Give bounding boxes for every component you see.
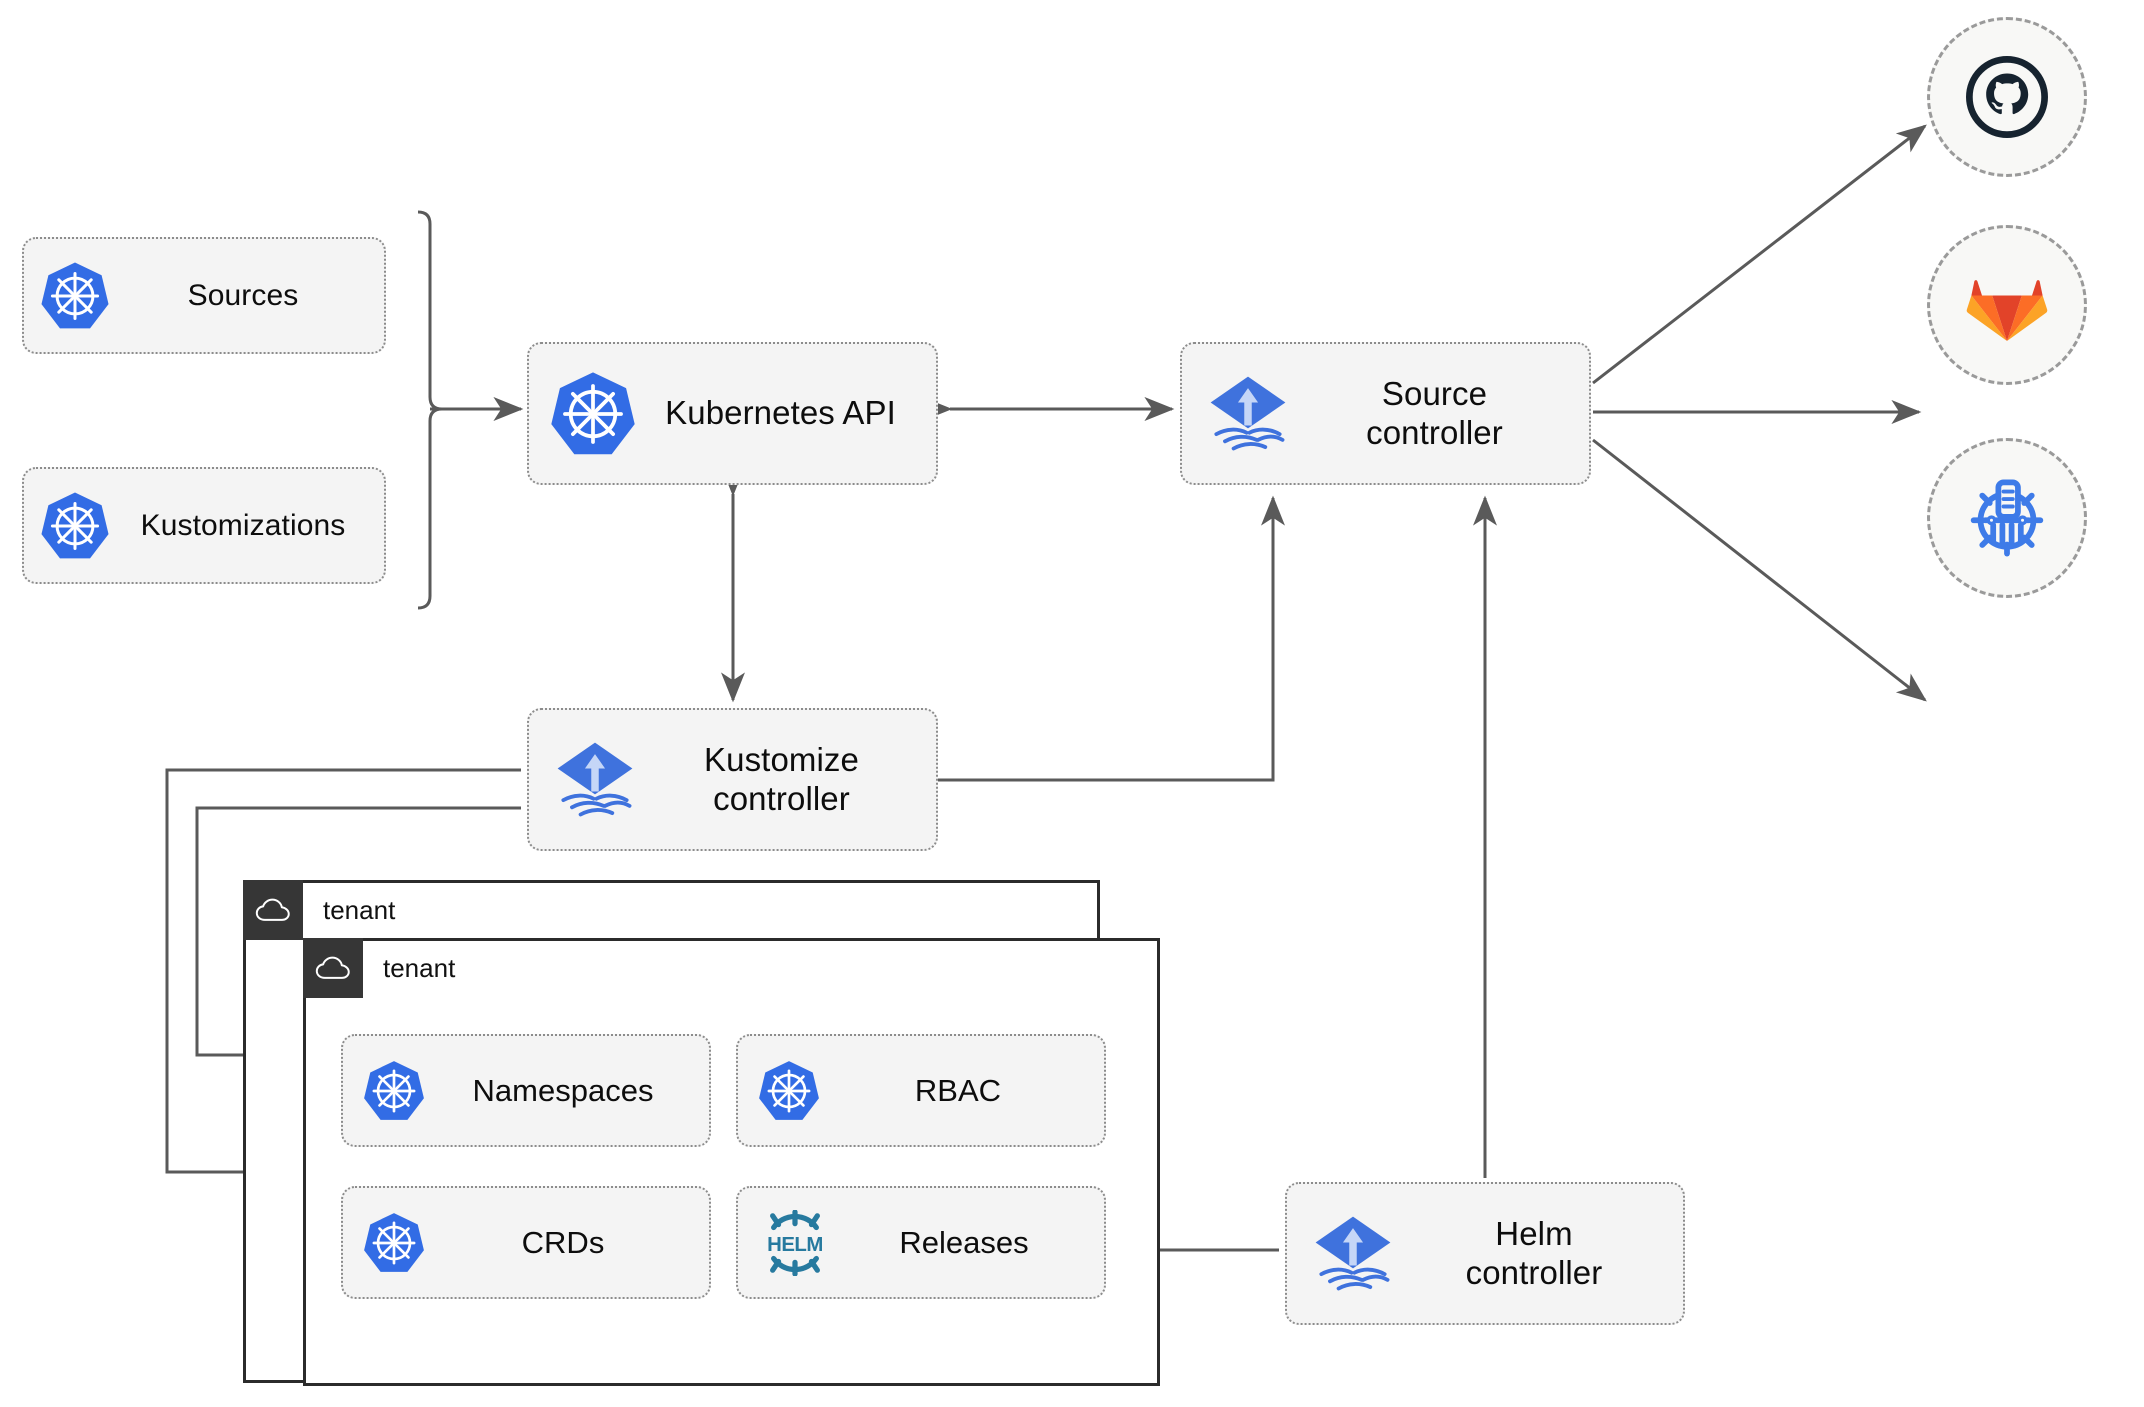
gitlab-icon bbox=[1965, 265, 2049, 345]
tile-label: Namespaces bbox=[472, 1072, 654, 1108]
tenant-title: tenant bbox=[323, 894, 396, 925]
node-kustomize-controller[interactable]: Kustomize controller bbox=[527, 708, 938, 851]
tenant-title: tenant bbox=[383, 952, 456, 983]
node-kustomizations[interactable]: Kustomizations bbox=[22, 467, 386, 584]
kubernetes-icon bbox=[361, 1210, 427, 1276]
tile-label: Releases bbox=[899, 1224, 1029, 1260]
kubernetes-icon bbox=[38, 259, 112, 333]
tenant-header: tenant bbox=[243, 880, 395, 940]
flux-icon bbox=[1202, 368, 1294, 460]
kubernetes-icon bbox=[38, 489, 112, 563]
node-label: Kubernetes API bbox=[665, 394, 896, 432]
external-gitlab[interactable] bbox=[1927, 225, 2087, 385]
kubernetes-icon bbox=[547, 368, 639, 460]
kubernetes-icon bbox=[361, 1058, 427, 1124]
flux-icon bbox=[1307, 1208, 1399, 1300]
svg-text:HELM: HELM bbox=[767, 1233, 823, 1255]
tenant-header: tenant bbox=[303, 938, 455, 998]
tile-label: RBAC bbox=[914, 1072, 1002, 1108]
tile-rbac[interactable]: RBAC bbox=[736, 1034, 1106, 1147]
tile-label: CRDs bbox=[521, 1224, 605, 1260]
cloud-icon bbox=[303, 938, 363, 998]
node-sources[interactable]: Sources bbox=[22, 237, 386, 354]
kubernetes-icon bbox=[756, 1058, 822, 1124]
node-label: Sources bbox=[187, 278, 299, 312]
tile-releases[interactable]: HELM Releases bbox=[736, 1186, 1106, 1299]
node-label: Helm controller bbox=[1465, 1214, 1603, 1291]
cloud-icon bbox=[243, 880, 303, 940]
helm-icon: HELM bbox=[756, 1209, 834, 1276]
node-label: Kustomize controller bbox=[704, 740, 859, 817]
tile-crds[interactable]: CRDs bbox=[341, 1186, 711, 1299]
flux-icon bbox=[549, 734, 641, 826]
tile-namespaces[interactable]: Namespaces bbox=[341, 1034, 711, 1147]
node-source-controller[interactable]: Source controller bbox=[1180, 342, 1591, 485]
node-label: Kustomizations bbox=[140, 508, 346, 542]
node-label: Source controller bbox=[1366, 374, 1503, 451]
node-kubernetes-api[interactable]: Kubernetes API bbox=[527, 342, 938, 485]
node-helm-controller[interactable]: Helm controller bbox=[1285, 1182, 1685, 1325]
github-icon bbox=[1964, 54, 2050, 140]
helm-repository-icon bbox=[1961, 472, 2053, 564]
tenant-window-inner[interactable]: tenant bbox=[303, 938, 1160, 1386]
external-github[interactable] bbox=[1927, 17, 2087, 177]
external-helm-repository[interactable] bbox=[1927, 438, 2087, 598]
